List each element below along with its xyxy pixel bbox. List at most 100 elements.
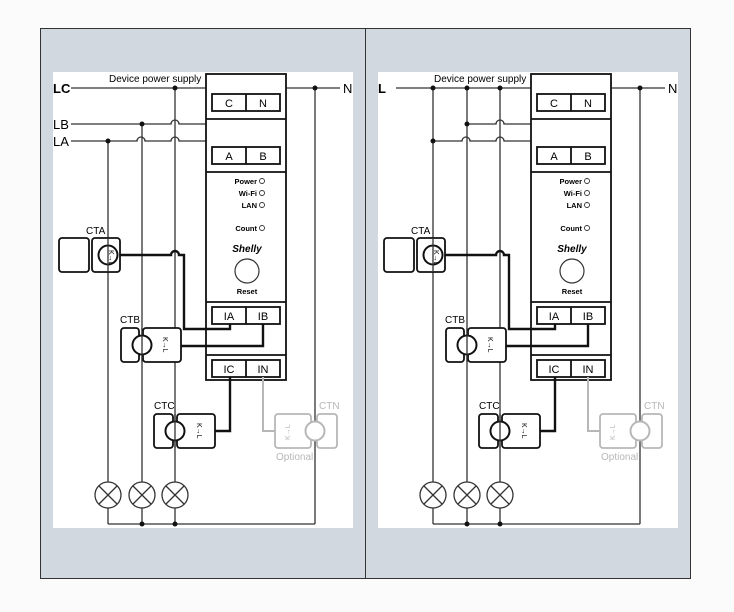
ct-label-b: CTB bbox=[120, 315, 140, 326]
terminal-a: A bbox=[550, 151, 558, 163]
wires bbox=[396, 85, 665, 527]
optional-label: Optional bbox=[276, 452, 313, 463]
ct-marking: K→L bbox=[486, 337, 493, 353]
line-label-a: LA bbox=[53, 134, 69, 149]
led-indicator-wifi bbox=[584, 190, 590, 196]
ct-clamp-c: CTC K→L bbox=[478, 401, 541, 449]
ct-label-n: CTN bbox=[319, 401, 340, 412]
led-indicator-lan bbox=[584, 202, 590, 208]
ct-marking: K→L bbox=[161, 337, 168, 353]
ctb-signal-wire bbox=[154, 324, 265, 348]
terminal-ib: IB bbox=[258, 311, 268, 323]
ct-label-c: CTC bbox=[479, 401, 500, 412]
ct-clamp-a: CTA K→L bbox=[58, 226, 121, 273]
led-indicator-count bbox=[259, 225, 265, 231]
ct-label-c: CTC bbox=[154, 401, 175, 412]
line-a-wire bbox=[71, 136, 231, 149]
wiring-svg: LC Device power supply N LB LA bbox=[53, 73, 352, 527]
ct-clamp-b: CTB K→L bbox=[120, 315, 182, 363]
lamps bbox=[94, 481, 189, 509]
line-label-main: L bbox=[378, 81, 386, 96]
reset-label: Reset bbox=[562, 287, 583, 296]
junction-dot bbox=[105, 138, 111, 144]
junction-dot bbox=[464, 121, 470, 127]
led-indicator-power bbox=[259, 178, 265, 184]
lamp-icon bbox=[94, 481, 122, 509]
ct-marking: K→L bbox=[107, 250, 114, 266]
lamps bbox=[419, 481, 514, 509]
led-indicator-wifi bbox=[259, 190, 265, 196]
ct-label-n: CTN bbox=[644, 401, 665, 412]
junction-dot bbox=[430, 85, 436, 91]
ct-marking: K→L bbox=[195, 423, 202, 439]
junction-dot bbox=[312, 85, 318, 91]
ct-clamp-a: CTA K→L bbox=[383, 226, 446, 273]
led-label-lan: LAN bbox=[242, 201, 257, 210]
junction-dot bbox=[172, 85, 178, 91]
terminal-ic: IC bbox=[224, 364, 235, 376]
terminal-b: B bbox=[584, 151, 591, 163]
led-label-power: Power bbox=[559, 177, 582, 186]
led-label-wifi: Wi-Fi bbox=[564, 189, 582, 198]
line-label-b: LB bbox=[53, 117, 69, 132]
brand-logo: Shelly bbox=[232, 244, 262, 255]
terminal-ia: IA bbox=[224, 311, 235, 323]
junction-dot bbox=[464, 85, 470, 91]
lamp-icon bbox=[128, 481, 156, 509]
optional-label: Optional bbox=[601, 452, 638, 463]
wiring-diagram-single-phase: L Device power supply N bbox=[378, 72, 678, 528]
ct-clamp-c: CTC K→L bbox=[153, 401, 216, 449]
reset-label: Reset bbox=[237, 287, 258, 296]
wiring-diagram-three-phase: LC Device power supply N LB LA bbox=[53, 72, 353, 528]
ctn-signal-wire bbox=[262, 377, 275, 432]
lamp-icon bbox=[486, 481, 514, 509]
reset-button bbox=[234, 258, 260, 284]
line-b-wire bbox=[467, 119, 589, 149]
terminal-in: IN bbox=[258, 364, 269, 376]
terminal-ib: IB bbox=[583, 311, 593, 323]
shelly-device: C N A B Power Wi-Fi LAN Count Shelly Res… bbox=[205, 73, 287, 381]
terminal-b: B bbox=[259, 151, 266, 163]
supply-label: Device power supply bbox=[434, 74, 526, 85]
junction-dot bbox=[139, 521, 145, 527]
led-label-power: Power bbox=[234, 177, 257, 186]
junction-dot bbox=[172, 521, 178, 527]
terminal-ia: IA bbox=[549, 311, 560, 323]
ct-clamp-n-optional: CTN K→L Optional bbox=[599, 401, 665, 463]
panel-divider bbox=[365, 29, 366, 578]
figure-frame: LC Device power supply N LB LA bbox=[40, 28, 691, 579]
led-indicator-power bbox=[584, 178, 590, 184]
ct-marking: K→L bbox=[285, 424, 292, 440]
terminal-n: N bbox=[259, 98, 267, 110]
ctn-signal-wire bbox=[587, 377, 600, 432]
shelly-device: C N A B Power Wi-Fi LAN Count Shelly Res… bbox=[530, 73, 612, 381]
ct-label-b: CTB bbox=[445, 315, 465, 326]
ct-label-a: CTA bbox=[411, 226, 431, 237]
terminal-ic: IC bbox=[549, 364, 560, 376]
neutral-label: N bbox=[668, 81, 677, 96]
wiring-svg: L Device power supply N bbox=[378, 73, 677, 527]
ct-clamp-b: CTB K→L bbox=[445, 315, 507, 363]
cta-signal-wire bbox=[120, 249, 232, 331]
terminal-a: A bbox=[225, 151, 233, 163]
terminal-n: N bbox=[584, 98, 592, 110]
cta-signal-wire bbox=[445, 249, 557, 331]
junction-dot bbox=[637, 85, 643, 91]
supply-label: Device power supply bbox=[109, 74, 201, 85]
led-label-wifi: Wi-Fi bbox=[239, 189, 257, 198]
neutral-label: N bbox=[343, 81, 352, 96]
led-label-count: Count bbox=[235, 224, 257, 233]
line-label-main: LC bbox=[53, 81, 71, 96]
ctb-signal-wire bbox=[479, 324, 590, 348]
terminal-c: C bbox=[225, 98, 233, 110]
lamp-icon bbox=[453, 481, 481, 509]
led-label-count: Count bbox=[560, 224, 582, 233]
junction-dot bbox=[139, 121, 145, 127]
terminal-in: IN bbox=[583, 364, 594, 376]
line-b-wire bbox=[71, 119, 264, 149]
ct-marking: K→L bbox=[520, 423, 527, 439]
lamp-icon bbox=[419, 481, 447, 509]
reset-button bbox=[559, 258, 585, 284]
led-label-lan: LAN bbox=[567, 201, 582, 210]
ct-marking: K→L bbox=[610, 424, 617, 440]
